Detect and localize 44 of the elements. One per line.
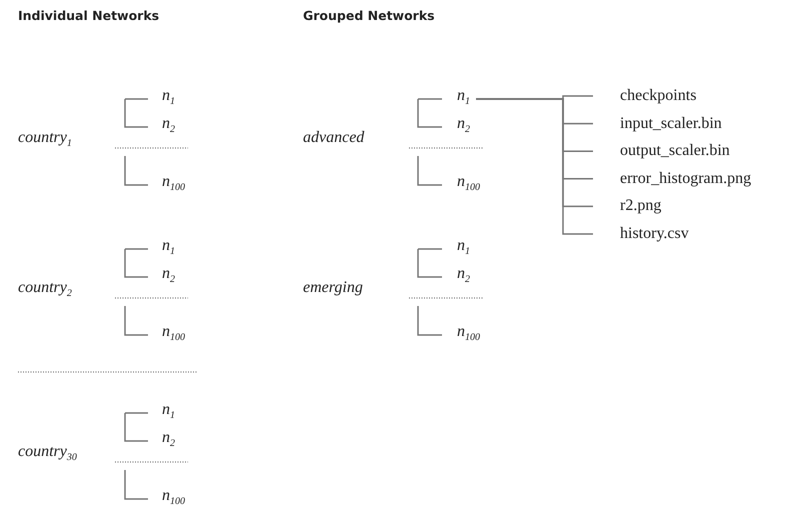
tree-connector xyxy=(417,248,442,250)
tree-connector xyxy=(124,248,148,250)
group-label: country$_{2}$ xyxy=(18,278,72,304)
tree-connector xyxy=(124,412,148,414)
section-heading: Grouped Networks xyxy=(303,8,435,23)
group-label: country$_{30}$ xyxy=(18,442,77,468)
file-name: r2.png xyxy=(593,196,662,216)
network-label: n$_{1}$ xyxy=(442,86,470,112)
group-label: country$_{1}$ xyxy=(18,128,72,154)
tree-connector xyxy=(124,98,148,100)
network-label: n$_{1}$ xyxy=(148,236,175,262)
tree-connector xyxy=(417,99,442,128)
tree-connector xyxy=(417,306,442,336)
file-name: output_scaler.bin xyxy=(593,141,730,162)
network-label: n$_{1}$ xyxy=(148,86,175,112)
network-label: n$_{100}$ xyxy=(442,172,480,198)
network-label: n$_{2}$ xyxy=(148,428,175,454)
section-heading: Individual Networks xyxy=(18,8,160,23)
tree-connector xyxy=(124,99,148,128)
file-name: history.csv xyxy=(593,224,689,244)
network-label: n$_{1}$ xyxy=(148,400,175,426)
network-label: n$_{100}$ xyxy=(148,322,185,348)
network-label: n$_{100}$ xyxy=(442,322,480,348)
network-label: n$_{100}$ xyxy=(148,172,185,198)
network-label: n$_{2}$ xyxy=(442,114,470,140)
network-label: n$_{100}$ xyxy=(148,486,185,509)
tree-connector xyxy=(124,470,148,500)
network-label: n$_{2}$ xyxy=(148,264,175,290)
file-name: checkpoints xyxy=(593,86,696,106)
group-label: advanced xyxy=(303,128,364,148)
network-label: n$_{2}$ xyxy=(148,114,175,140)
tree-connector xyxy=(417,156,442,186)
tree-connector xyxy=(124,249,148,278)
network-label: n$_{1}$ xyxy=(442,236,470,262)
group-label: emerging xyxy=(303,278,363,298)
tree-connector xyxy=(124,413,148,442)
file-name: input_scaler.bin xyxy=(593,114,722,134)
tree-connector xyxy=(124,306,148,336)
tree-connector xyxy=(476,98,593,235)
tree-connector xyxy=(124,156,148,186)
tree-connector xyxy=(417,98,442,100)
file-name: error_histogram.png xyxy=(593,168,752,189)
network-label: n$_{2}$ xyxy=(442,264,470,290)
tree-connector xyxy=(417,249,442,278)
